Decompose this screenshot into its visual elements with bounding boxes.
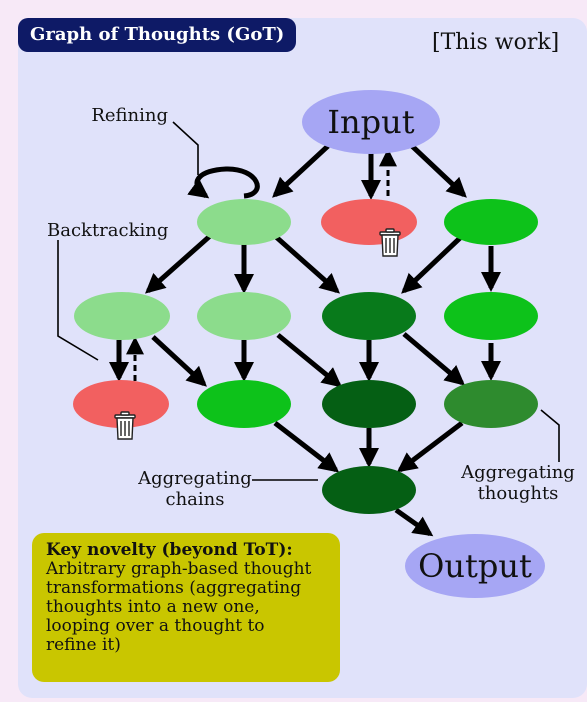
thought-node xyxy=(444,292,538,340)
nodes xyxy=(73,90,545,598)
edge xyxy=(276,333,343,388)
input-node-label: Input xyxy=(327,103,414,141)
diagram-title: Graph of Thoughts (GoT) xyxy=(18,18,297,52)
edge xyxy=(273,234,340,294)
output-node xyxy=(405,534,545,598)
dashed-edge-group xyxy=(126,148,397,381)
edge xyxy=(401,236,462,294)
thought-node xyxy=(322,292,416,340)
callout-lines xyxy=(57,121,560,481)
key-novelty-box: Key novelty (beyond ToT): Arbitrary grap… xyxy=(32,533,340,682)
output-node-label: Output xyxy=(418,547,532,585)
aggregated-thought-node xyxy=(322,466,416,514)
aggregating-thoughts-label: Aggregating xyxy=(460,462,575,483)
thought-node xyxy=(74,292,170,340)
edge-group xyxy=(109,144,501,537)
trash-icon xyxy=(114,411,136,440)
key-novelty-body: Arbitrary graph-based thought transforma… xyxy=(46,560,326,655)
edge xyxy=(396,421,464,473)
key-novelty-title: Key novelty (beyond ToT): xyxy=(46,540,293,560)
thought-node xyxy=(197,199,291,245)
this-work-label: [This work] xyxy=(432,30,560,55)
rejected-thought-node xyxy=(73,380,169,428)
aggregating-chains-label: Aggregating xyxy=(137,468,252,489)
refining-loop xyxy=(187,166,260,199)
key-novelty-line: transformations (aggregating xyxy=(46,578,302,598)
thought-node xyxy=(322,380,416,428)
refining-label: Refining xyxy=(91,105,168,126)
trash-icon xyxy=(379,228,401,257)
input-node xyxy=(302,90,440,154)
aggregating-chains-label: chains xyxy=(166,489,225,510)
thought-node xyxy=(197,380,291,428)
key-novelty-line: refine it) xyxy=(46,635,121,655)
thought-node xyxy=(444,380,538,428)
edge xyxy=(410,144,467,198)
thought-node xyxy=(444,199,538,245)
key-novelty-line: thoughts into a new one, xyxy=(46,597,260,617)
backtracking-callout xyxy=(57,240,99,361)
edge xyxy=(273,421,340,473)
edge xyxy=(402,332,466,386)
aggregating-thoughts-callout xyxy=(540,409,560,462)
backtracking-label: Backtracking xyxy=(47,220,168,241)
thought-node xyxy=(197,292,291,340)
rejected-thought-node xyxy=(321,199,417,245)
edge xyxy=(145,234,212,294)
key-novelty-line: Arbitrary graph-based thought xyxy=(46,559,312,579)
edge xyxy=(272,144,330,198)
aggregating-thoughts-label: thoughts xyxy=(478,483,559,504)
edge xyxy=(394,507,434,537)
edge xyxy=(151,335,207,387)
refining-callout xyxy=(172,121,199,175)
key-novelty-line: looping over a thought to xyxy=(46,616,265,636)
